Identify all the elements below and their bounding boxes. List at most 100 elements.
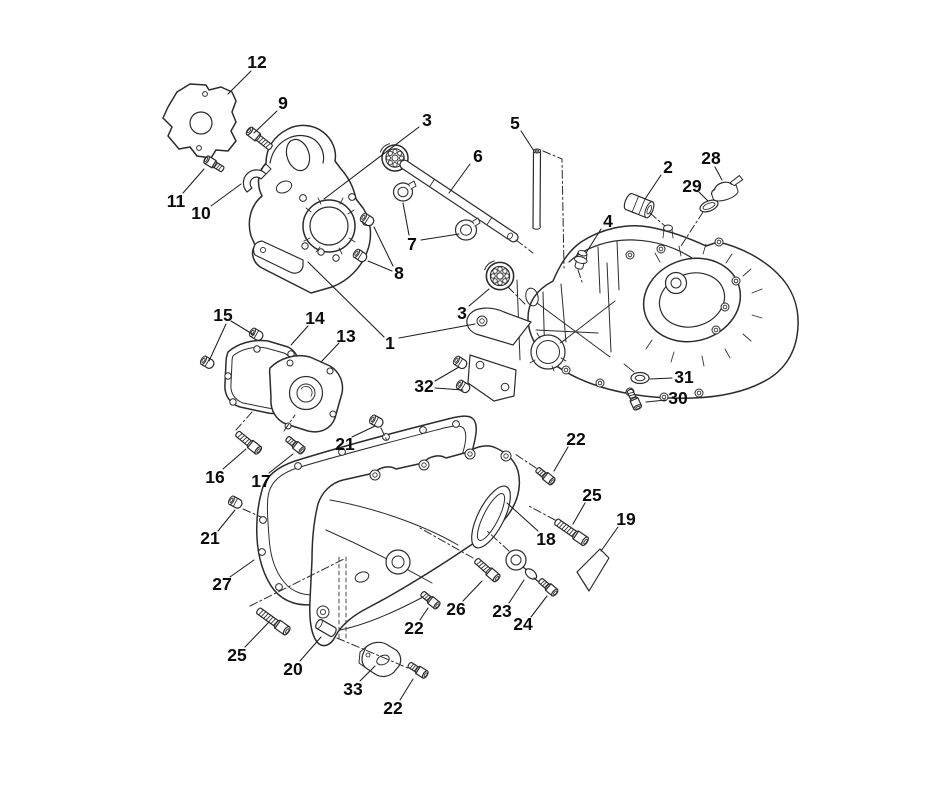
callout-label-5: 5 xyxy=(510,113,520,133)
part-dowel-pin-20 xyxy=(315,618,337,638)
callout-label-28: 28 xyxy=(701,148,721,168)
callout-label-25: 25 xyxy=(227,645,247,665)
part-collar-7a xyxy=(392,180,417,202)
part-crankcase-left-half xyxy=(248,124,372,294)
callout-leader-22 xyxy=(553,446,569,472)
callout-label-30: 30 xyxy=(668,388,688,408)
callout-label-21: 21 xyxy=(335,434,355,454)
callout-leader-21 xyxy=(351,425,376,438)
part-bolt-24 xyxy=(536,576,560,598)
callout-leader-13 xyxy=(320,342,340,363)
callout-label-12: 12 xyxy=(247,52,267,72)
callout-leader-19 xyxy=(600,526,619,552)
part-bolt-16 xyxy=(233,428,264,456)
callout-leader-6 xyxy=(448,163,471,194)
callout-leader-8 xyxy=(367,260,393,272)
callout-leader-11 xyxy=(182,168,205,194)
callout-leader-5 xyxy=(520,130,535,152)
callout-leader-30 xyxy=(645,399,667,403)
callout-label-1: 1 xyxy=(385,333,395,353)
callout-label-13: 13 xyxy=(336,326,356,346)
callout-label-25: 25 xyxy=(582,485,602,505)
callout-leader-14 xyxy=(290,325,309,346)
callout-label-22: 22 xyxy=(566,429,586,449)
callout-leader-7 xyxy=(402,202,410,236)
callout-leader-25 xyxy=(572,502,586,525)
callout-leader-9 xyxy=(253,110,278,134)
callout-label-20: 20 xyxy=(283,659,303,679)
callout-leader-17 xyxy=(268,453,294,474)
callout-label-11: 11 xyxy=(167,191,186,211)
callout-leader-3 xyxy=(468,288,490,307)
callout-leader-29 xyxy=(698,191,709,202)
assembly-axes xyxy=(235,150,704,669)
callout-leader-26 xyxy=(462,580,483,602)
part-joint-4 xyxy=(573,250,588,270)
part-oil-cap-28 xyxy=(710,175,744,202)
part-plug-32a xyxy=(451,354,469,371)
callout-leader-18 xyxy=(506,502,539,532)
part-cap-nut-15a xyxy=(247,326,266,343)
callout-leader-25 xyxy=(244,621,270,648)
callout-leader-32 xyxy=(434,366,460,382)
part-bracket-33 xyxy=(358,641,402,678)
part-bearing-3-bottom xyxy=(483,260,515,291)
part-bolt-25b xyxy=(552,516,591,548)
part-bolt-11 xyxy=(202,154,226,174)
part-breather-pipe-5 xyxy=(532,148,542,230)
part-side-cover-18 xyxy=(309,445,521,647)
part-gasket-plate-12 xyxy=(162,83,237,159)
callout-label-32: 32 xyxy=(414,376,434,396)
part-shaft-6 xyxy=(399,159,519,243)
part-bolt-22b xyxy=(418,589,442,611)
callout-label-23: 23 xyxy=(492,601,512,621)
callout-label-9: 9 xyxy=(278,93,288,113)
part-bolt-22a xyxy=(405,660,430,680)
callout-label-7: 7 xyxy=(407,234,417,254)
part-bolt-22c xyxy=(533,465,557,487)
callout-leader-31 xyxy=(649,377,673,380)
callout-label-26: 26 xyxy=(446,599,466,619)
part-bolt-26 xyxy=(472,556,502,584)
callout-leader-27 xyxy=(229,559,255,578)
callout-leader-4 xyxy=(585,228,602,254)
part-mount-bushing-2 xyxy=(623,192,655,219)
part-crankcase-right-half xyxy=(466,224,799,402)
callout-leader-21 xyxy=(217,509,236,532)
part-collar-7b xyxy=(454,217,481,241)
part-cap-nut-21a xyxy=(367,413,386,430)
callout-leader-22 xyxy=(399,678,414,701)
part-bolt-17 xyxy=(283,434,307,456)
callout-label-24: 24 xyxy=(513,614,533,634)
callout-label-6: 6 xyxy=(473,146,483,166)
part-retainer-10 xyxy=(242,163,272,193)
callout-leader-24 xyxy=(530,595,548,618)
callout-leader-15 xyxy=(208,323,227,362)
part-bolt-9 xyxy=(244,125,275,153)
callout-leader-22 xyxy=(419,607,429,621)
callout-leader-7 xyxy=(420,233,460,241)
part-cap-nut-21b xyxy=(226,494,245,511)
callout-leader-32 xyxy=(434,387,464,391)
callout-label-19: 19 xyxy=(616,509,636,529)
callout-leader-23 xyxy=(508,579,525,604)
callout-label-18: 18 xyxy=(536,529,556,549)
part-o-ring-29 xyxy=(699,199,719,213)
part-washer-31 xyxy=(630,371,650,385)
callout-label-17: 17 xyxy=(251,471,270,491)
callout-label-3: 3 xyxy=(422,110,432,130)
callout-leader-15 xyxy=(230,320,255,336)
part-label-plate-19 xyxy=(576,548,610,592)
callout-leader-8 xyxy=(373,226,394,267)
callout-label-14: 14 xyxy=(305,308,325,328)
callout-label-22: 22 xyxy=(404,618,424,638)
callout-label-15: 15 xyxy=(213,305,233,325)
callout-leader-2 xyxy=(644,174,662,200)
callout-leader-12 xyxy=(227,70,252,95)
callout-label-3: 3 xyxy=(457,303,467,323)
callout-label-8: 8 xyxy=(394,263,404,283)
callout-label-27: 27 xyxy=(212,574,231,594)
